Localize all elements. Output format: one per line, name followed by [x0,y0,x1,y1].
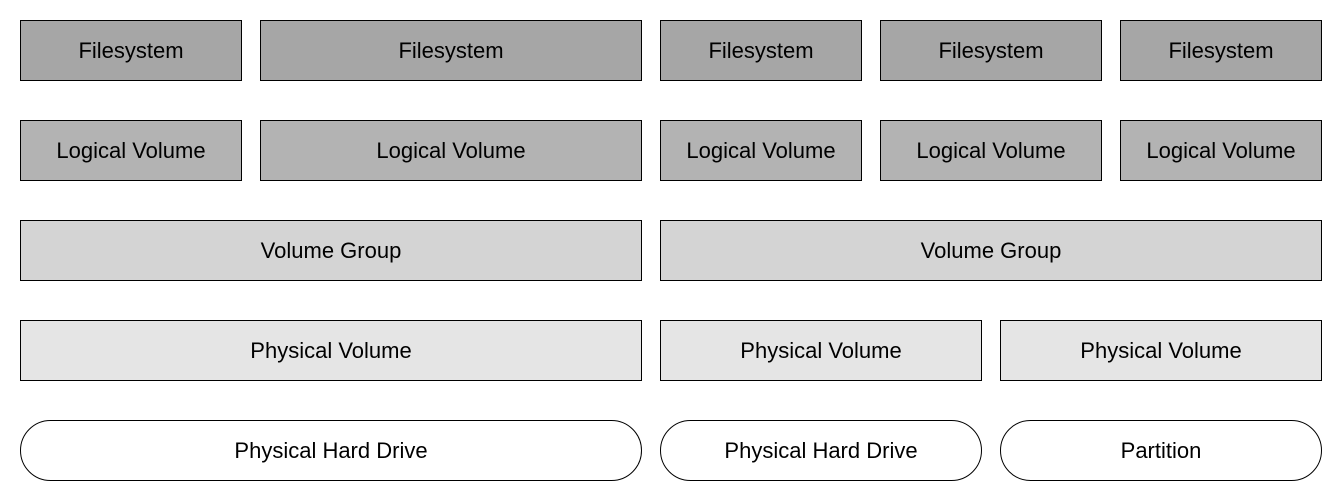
partition-box: Partition [1000,420,1322,481]
physical-volume-box: Physical Volume [660,320,982,381]
physical-hard-drive-box: Physical Hard Drive [660,420,982,481]
physical-hard-drive-box: Physical Hard Drive [20,420,642,481]
logical-volume-box: Logical Volume [660,120,862,181]
filesystem-box: Filesystem [880,20,1102,81]
logical-volume-box: Logical Volume [880,120,1102,181]
volume-group-box: Volume Group [20,220,642,281]
logical-volume-box: Logical Volume [260,120,642,181]
physical-volume-box: Physical Volume [20,320,642,381]
filesystem-box: Filesystem [660,20,862,81]
filesystem-box: Filesystem [20,20,242,81]
volume-group-box: Volume Group [660,220,1322,281]
logical-volume-box: Logical Volume [1120,120,1322,181]
filesystem-box: Filesystem [1120,20,1322,81]
filesystem-box: Filesystem [260,20,642,81]
physical-volume-box: Physical Volume [1000,320,1322,381]
logical-volume-box: Logical Volume [20,120,242,181]
